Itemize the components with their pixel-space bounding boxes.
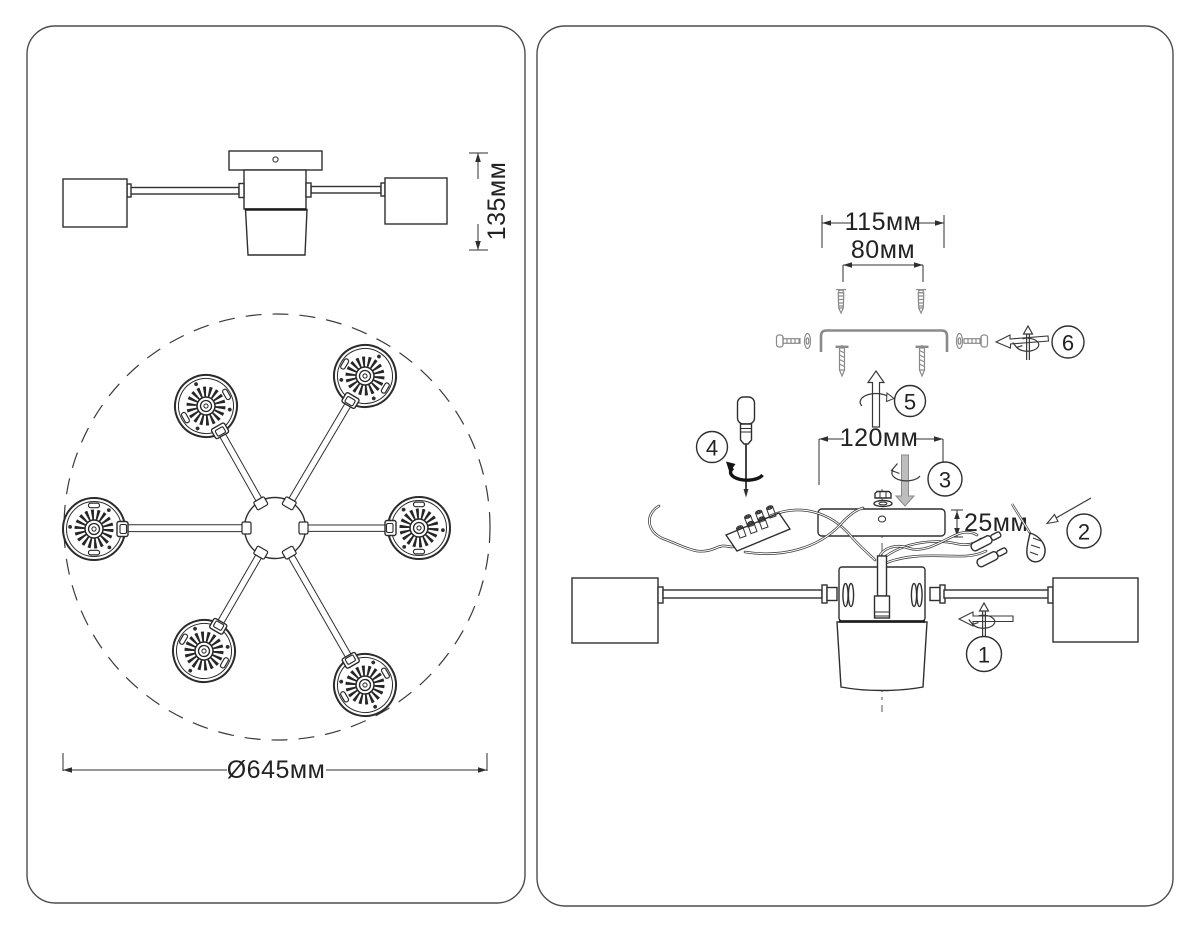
center-shade: [244, 208, 308, 256]
step-number: 2: [1078, 520, 1090, 545]
step-4-screwdriver: [726, 396, 764, 498]
left-arm: [126, 186, 240, 195]
step-3-badge: 3: [927, 461, 963, 497]
dim-diameter-label: Ø645мм: [227, 756, 326, 784]
hub-tabs: [241, 496, 309, 560]
step-number: 5: [904, 390, 916, 415]
step-number: 3: [939, 468, 951, 493]
dim-canopy-width-label: 120мм: [840, 424, 919, 452]
dim-diameter: Ø645мм: [62, 753, 488, 784]
dim-hole-spacing: 80мм: [842, 236, 924, 282]
plan-arms: [123, 399, 390, 662]
up-arrow-icon: [866, 369, 886, 428]
right-shade: [384, 177, 448, 225]
dim-bracket-length-label: 115мм: [845, 208, 922, 236]
step-4-badge: 4: [695, 430, 729, 464]
dim-hole-spacing-label: 80мм: [851, 236, 915, 264]
insert-arrow-icon: [1045, 513, 1059, 525]
side-view: [62, 150, 448, 256]
rotate-icon: [891, 469, 921, 482]
right-arm: [310, 185, 382, 194]
fixture-body: [571, 555, 1139, 692]
rotate-icon: [859, 392, 891, 407]
cable-tie-icon: [1010, 503, 1046, 563]
bracket-screw-left: [775, 332, 812, 350]
center-hub: [243, 496, 307, 560]
step-number: 4: [706, 436, 718, 461]
step-2-motion: [1045, 497, 1092, 525]
bracket-screw-right: [955, 332, 989, 350]
center-shade: [836, 621, 928, 692]
step-number: 6: [1062, 331, 1074, 356]
left-shade: [62, 178, 128, 228]
plan-view: [63, 313, 491, 741]
threaded-rod: [876, 555, 888, 597]
step-6-motion: [994, 325, 1050, 361]
push-left-arrow-icon: [994, 334, 1050, 349]
step-5-motion: [859, 369, 895, 428]
terminal-block: [724, 505, 792, 552]
left-panel-frame: [26, 25, 526, 904]
step-1-badge: 1: [965, 635, 1003, 673]
rotate-bold-icon: [728, 466, 764, 482]
step-number: 1: [978, 643, 990, 668]
right-shade: [1052, 577, 1139, 643]
nut-and-washer: [873, 490, 893, 508]
diameter-dashed-circle: [63, 313, 491, 741]
dim-canopy-width: 120мм: [818, 424, 944, 485]
wire-terminals: [970, 531, 1008, 568]
dim-height-label: 135мм: [483, 162, 511, 241]
mounting-bracket: [819, 329, 949, 352]
step-5-badge: 5: [893, 384, 927, 418]
left-shade: [571, 577, 659, 644]
wires: [648, 504, 988, 614]
left-arm-tube: [662, 589, 823, 599]
right-panel-frame: [536, 25, 1174, 907]
dim-bracket-length: 115мм: [821, 208, 945, 248]
dim-height: 135мм: [469, 152, 511, 251]
step-3-motion: [890, 454, 921, 507]
step-2-badge: 2: [1066, 513, 1102, 549]
step-6-badge: 6: [1051, 325, 1085, 359]
step-1-motion: [957, 602, 1014, 638]
right-arm-tube: [943, 589, 1054, 599]
